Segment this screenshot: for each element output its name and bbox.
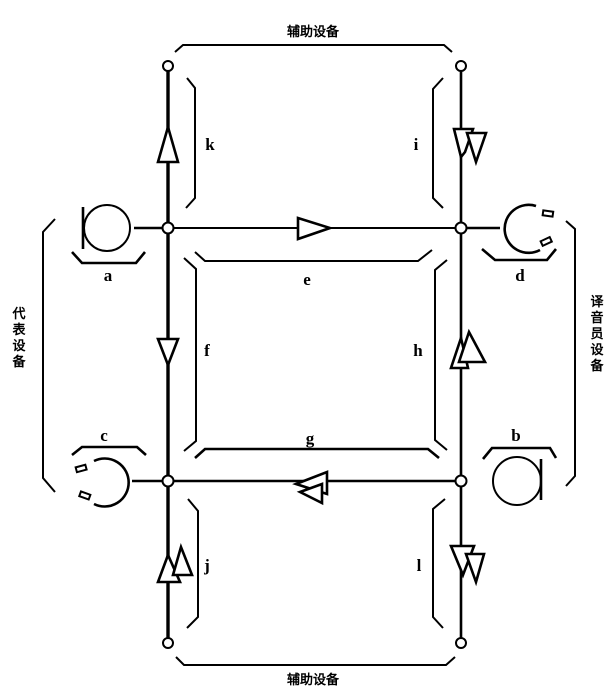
arrow-down-icon bbox=[465, 131, 488, 167]
channel-l-bracket bbox=[432, 498, 446, 629]
channel-j-label: j bbox=[203, 556, 210, 575]
junction-node-right-lower bbox=[454, 474, 468, 488]
arrow-right-icon bbox=[296, 216, 335, 241]
channel-g-label: g bbox=[306, 429, 315, 448]
channel-f-label: f bbox=[204, 341, 210, 360]
channel-j-bracket bbox=[186, 498, 199, 629]
terminal-node-top-left bbox=[162, 60, 174, 72]
arrow-up-icon bbox=[457, 328, 488, 364]
interpreter-label-char-4: 设 bbox=[590, 343, 604, 358]
channel-e-label: e bbox=[303, 270, 311, 289]
device-b: b bbox=[481, 426, 558, 506]
interpreter-label-char-1: 译 bbox=[590, 295, 604, 310]
interpreter-label-char-3: 员 bbox=[590, 327, 603, 342]
channel-h-label: h bbox=[413, 341, 423, 360]
device-a-label: a bbox=[104, 266, 113, 285]
channel-k-label: k bbox=[205, 135, 215, 154]
channel-i-label: i bbox=[414, 135, 419, 154]
device-d: d bbox=[466, 203, 558, 285]
arrow-up-icon bbox=[156, 122, 180, 164]
device-b-label: b bbox=[511, 426, 520, 445]
interpreter-label-char-5: 备 bbox=[589, 358, 604, 374]
delegate-bracket: 代 表 设 备 bbox=[11, 218, 56, 493]
terminal-node-bottom-left bbox=[162, 637, 174, 649]
arrow-down-icon bbox=[464, 552, 486, 587]
junction-node-left-lower bbox=[161, 474, 175, 488]
channel-f-bracket bbox=[183, 257, 197, 452]
arrow-left-icon bbox=[296, 482, 324, 506]
device-c-label: c bbox=[100, 426, 108, 445]
junction-node-right-upper bbox=[454, 221, 468, 235]
delegate-label-char-1: 代 bbox=[11, 306, 25, 322]
terminal-node-bottom-right bbox=[455, 637, 467, 649]
channel-i-bracket bbox=[432, 77, 444, 209]
delegate-label-char-4: 备 bbox=[11, 354, 26, 370]
top-aux-label: 辅助设备 bbox=[287, 24, 340, 40]
bottom-aux-bracket: 辅助设备 bbox=[175, 656, 456, 688]
terminal-node-top-right bbox=[455, 60, 467, 72]
arrow-down-icon bbox=[156, 337, 180, 369]
device-d-label: d bbox=[515, 266, 525, 285]
top-aux-bracket: 辅助设备 bbox=[174, 24, 453, 53]
device-c: c bbox=[71, 426, 163, 508]
bottom-aux-label: 辅助设备 bbox=[287, 672, 340, 688]
channel-e-bracket bbox=[194, 249, 433, 262]
channel-l-label: l bbox=[417, 556, 422, 575]
device-a: a bbox=[71, 204, 163, 285]
interpreter-label-char-2: 音 bbox=[590, 310, 603, 326]
interpreter-bracket: 译 音 员 设 备 bbox=[565, 220, 604, 487]
channel-h-bracket bbox=[434, 259, 448, 451]
channel-g-bracket bbox=[194, 447, 440, 460]
delegate-label-char-2: 表 bbox=[11, 322, 26, 338]
junction-node-left-upper bbox=[161, 221, 175, 235]
arrow-up-icon bbox=[171, 542, 194, 577]
channel-k-bracket bbox=[185, 77, 196, 209]
delegate-label-char-3: 设 bbox=[12, 339, 26, 354]
